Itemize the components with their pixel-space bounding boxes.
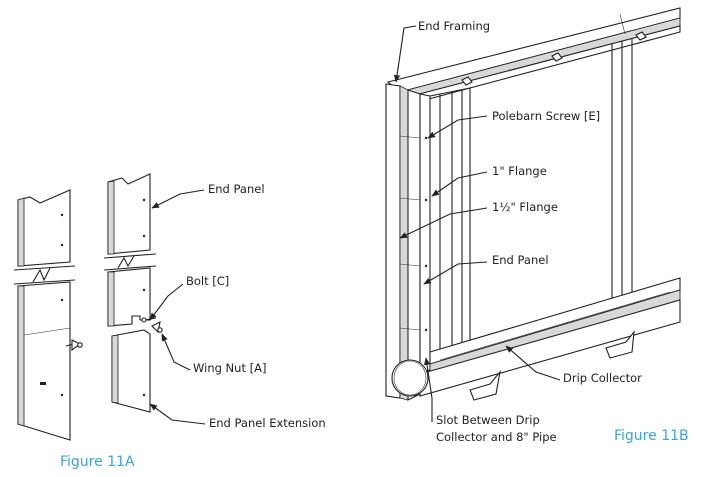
leader-polebarn-screw [427,115,488,139]
label-flange-1: 1" Flange [492,164,547,178]
label-flange-1-5: 1½" Flange [492,200,558,214]
figure-11a-drawing: End Panel Bolt [C] Wing Nut [A] End Pane… [13,173,326,470]
leader-end-panel-extension [149,403,206,425]
frame-uprights [611,38,633,300]
label-end-framing: End Framing [418,19,490,33]
label-polebarn-screw: Polebarn Screw [E] [492,109,600,123]
label-end-panel-a: End Panel [208,182,265,196]
caption-figure-11b: Figure 11B [614,428,689,444]
leader-end-framing [393,25,417,83]
right-panel-assembly [103,173,163,413]
leader-flange-1 [431,171,488,197]
top-rail [386,7,681,105]
label-bolt: Bolt [C] [186,274,229,288]
label-drip-collector: Drip Collector [563,371,642,385]
label-slot-line2: Collector and 8" Pipe [436,430,557,444]
end-framing-post [385,83,421,401]
label-wing-nut: Wing Nut [A] [193,361,266,375]
leader-wing-nut [161,333,191,371]
leader-drip-collector [505,345,561,381]
leader-end-panel-b [423,261,488,285]
label-end-panel-extension: End Panel Extension [209,416,326,430]
leader-slot [423,357,433,422]
label-slot-line1: Slot Between Drip [436,413,540,427]
leader-end-panel-a [151,189,205,209]
label-end-panel-b: End Panel [492,253,549,267]
left-panel-assembly [13,189,83,441]
leader-flange-1-5 [399,207,488,239]
leader-bolt [149,283,184,321]
caption-figure-11a: Figure 11A [60,454,135,470]
drip-collector-assembly [391,277,681,401]
figure-11b-drawing: End Framing Polebarn Screw [E] 1" Flange… [385,7,689,444]
